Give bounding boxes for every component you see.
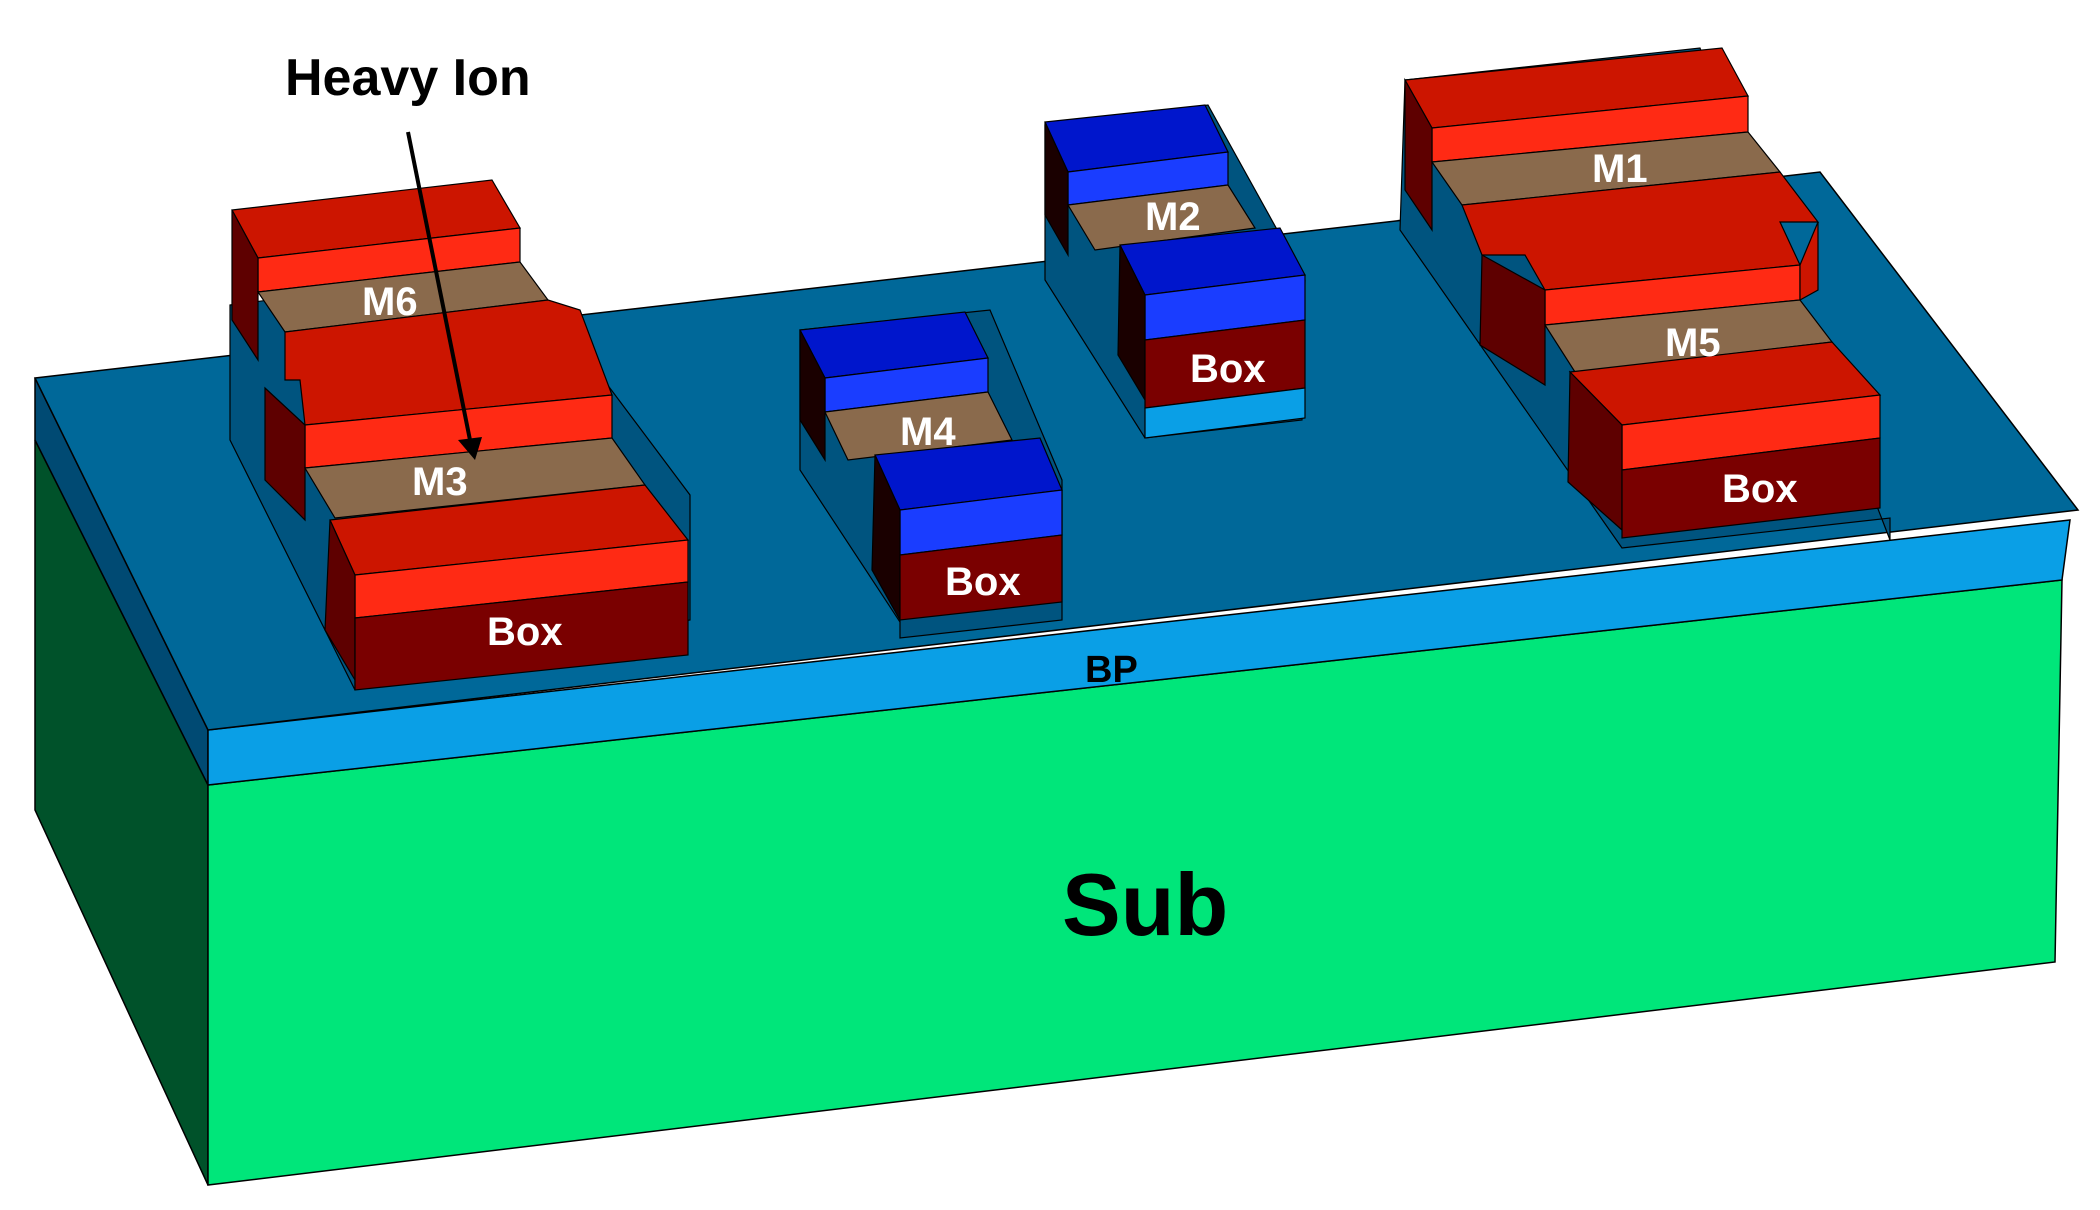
m2-gate bbox=[1067, 184, 1257, 251]
m1-label: M1 bbox=[1592, 147, 1648, 191]
m4-box-label: Box bbox=[945, 560, 1021, 604]
m5-box-label: Box bbox=[1722, 467, 1798, 511]
m5-middle-block-right bbox=[1799, 221, 1819, 302]
heavy-ion-arrow-head bbox=[458, 437, 482, 460]
bp-label: BP bbox=[1085, 649, 1138, 691]
m2-label: M2 bbox=[1145, 195, 1201, 239]
m3-middle-block-side bbox=[264, 386, 306, 522]
m4-label: M4 bbox=[900, 410, 956, 454]
m5-middle-block-side bbox=[1479, 253, 1546, 387]
transistor-group-m4 bbox=[799, 309, 1063, 639]
transistor-group-m2 bbox=[1044, 104, 1306, 439]
m4-gate bbox=[824, 391, 1013, 461]
m4-back-block-side bbox=[799, 329, 826, 463]
m5-label: M5 bbox=[1665, 321, 1721, 365]
m3-box-label: Box bbox=[487, 610, 563, 654]
m2-box-label: Box bbox=[1190, 347, 1266, 391]
m4-box bbox=[899, 534, 1063, 621]
m6-block-side bbox=[231, 209, 259, 363]
m2-bp-strip bbox=[1144, 387, 1306, 439]
m5-box bbox=[1621, 437, 1881, 539]
heavy-ion-label: Heavy Ion bbox=[285, 49, 531, 107]
transistor-group-m6-m3 bbox=[229, 179, 691, 691]
m3-label: M3 bbox=[412, 460, 468, 504]
bp-front-face bbox=[207, 519, 2071, 786]
transistor-group-m1-m5 bbox=[1399, 47, 1891, 549]
heavy-ion-arrow bbox=[406, 131, 482, 460]
m6-label: M6 bbox=[362, 280, 418, 324]
substrate-label: Sub bbox=[1062, 855, 1228, 954]
m3-box bbox=[354, 581, 689, 691]
m1-block-side bbox=[1404, 77, 1433, 232]
m2-back-block-side bbox=[1044, 121, 1069, 258]
heavy-ion-arrow-shaft bbox=[406, 131, 472, 441]
